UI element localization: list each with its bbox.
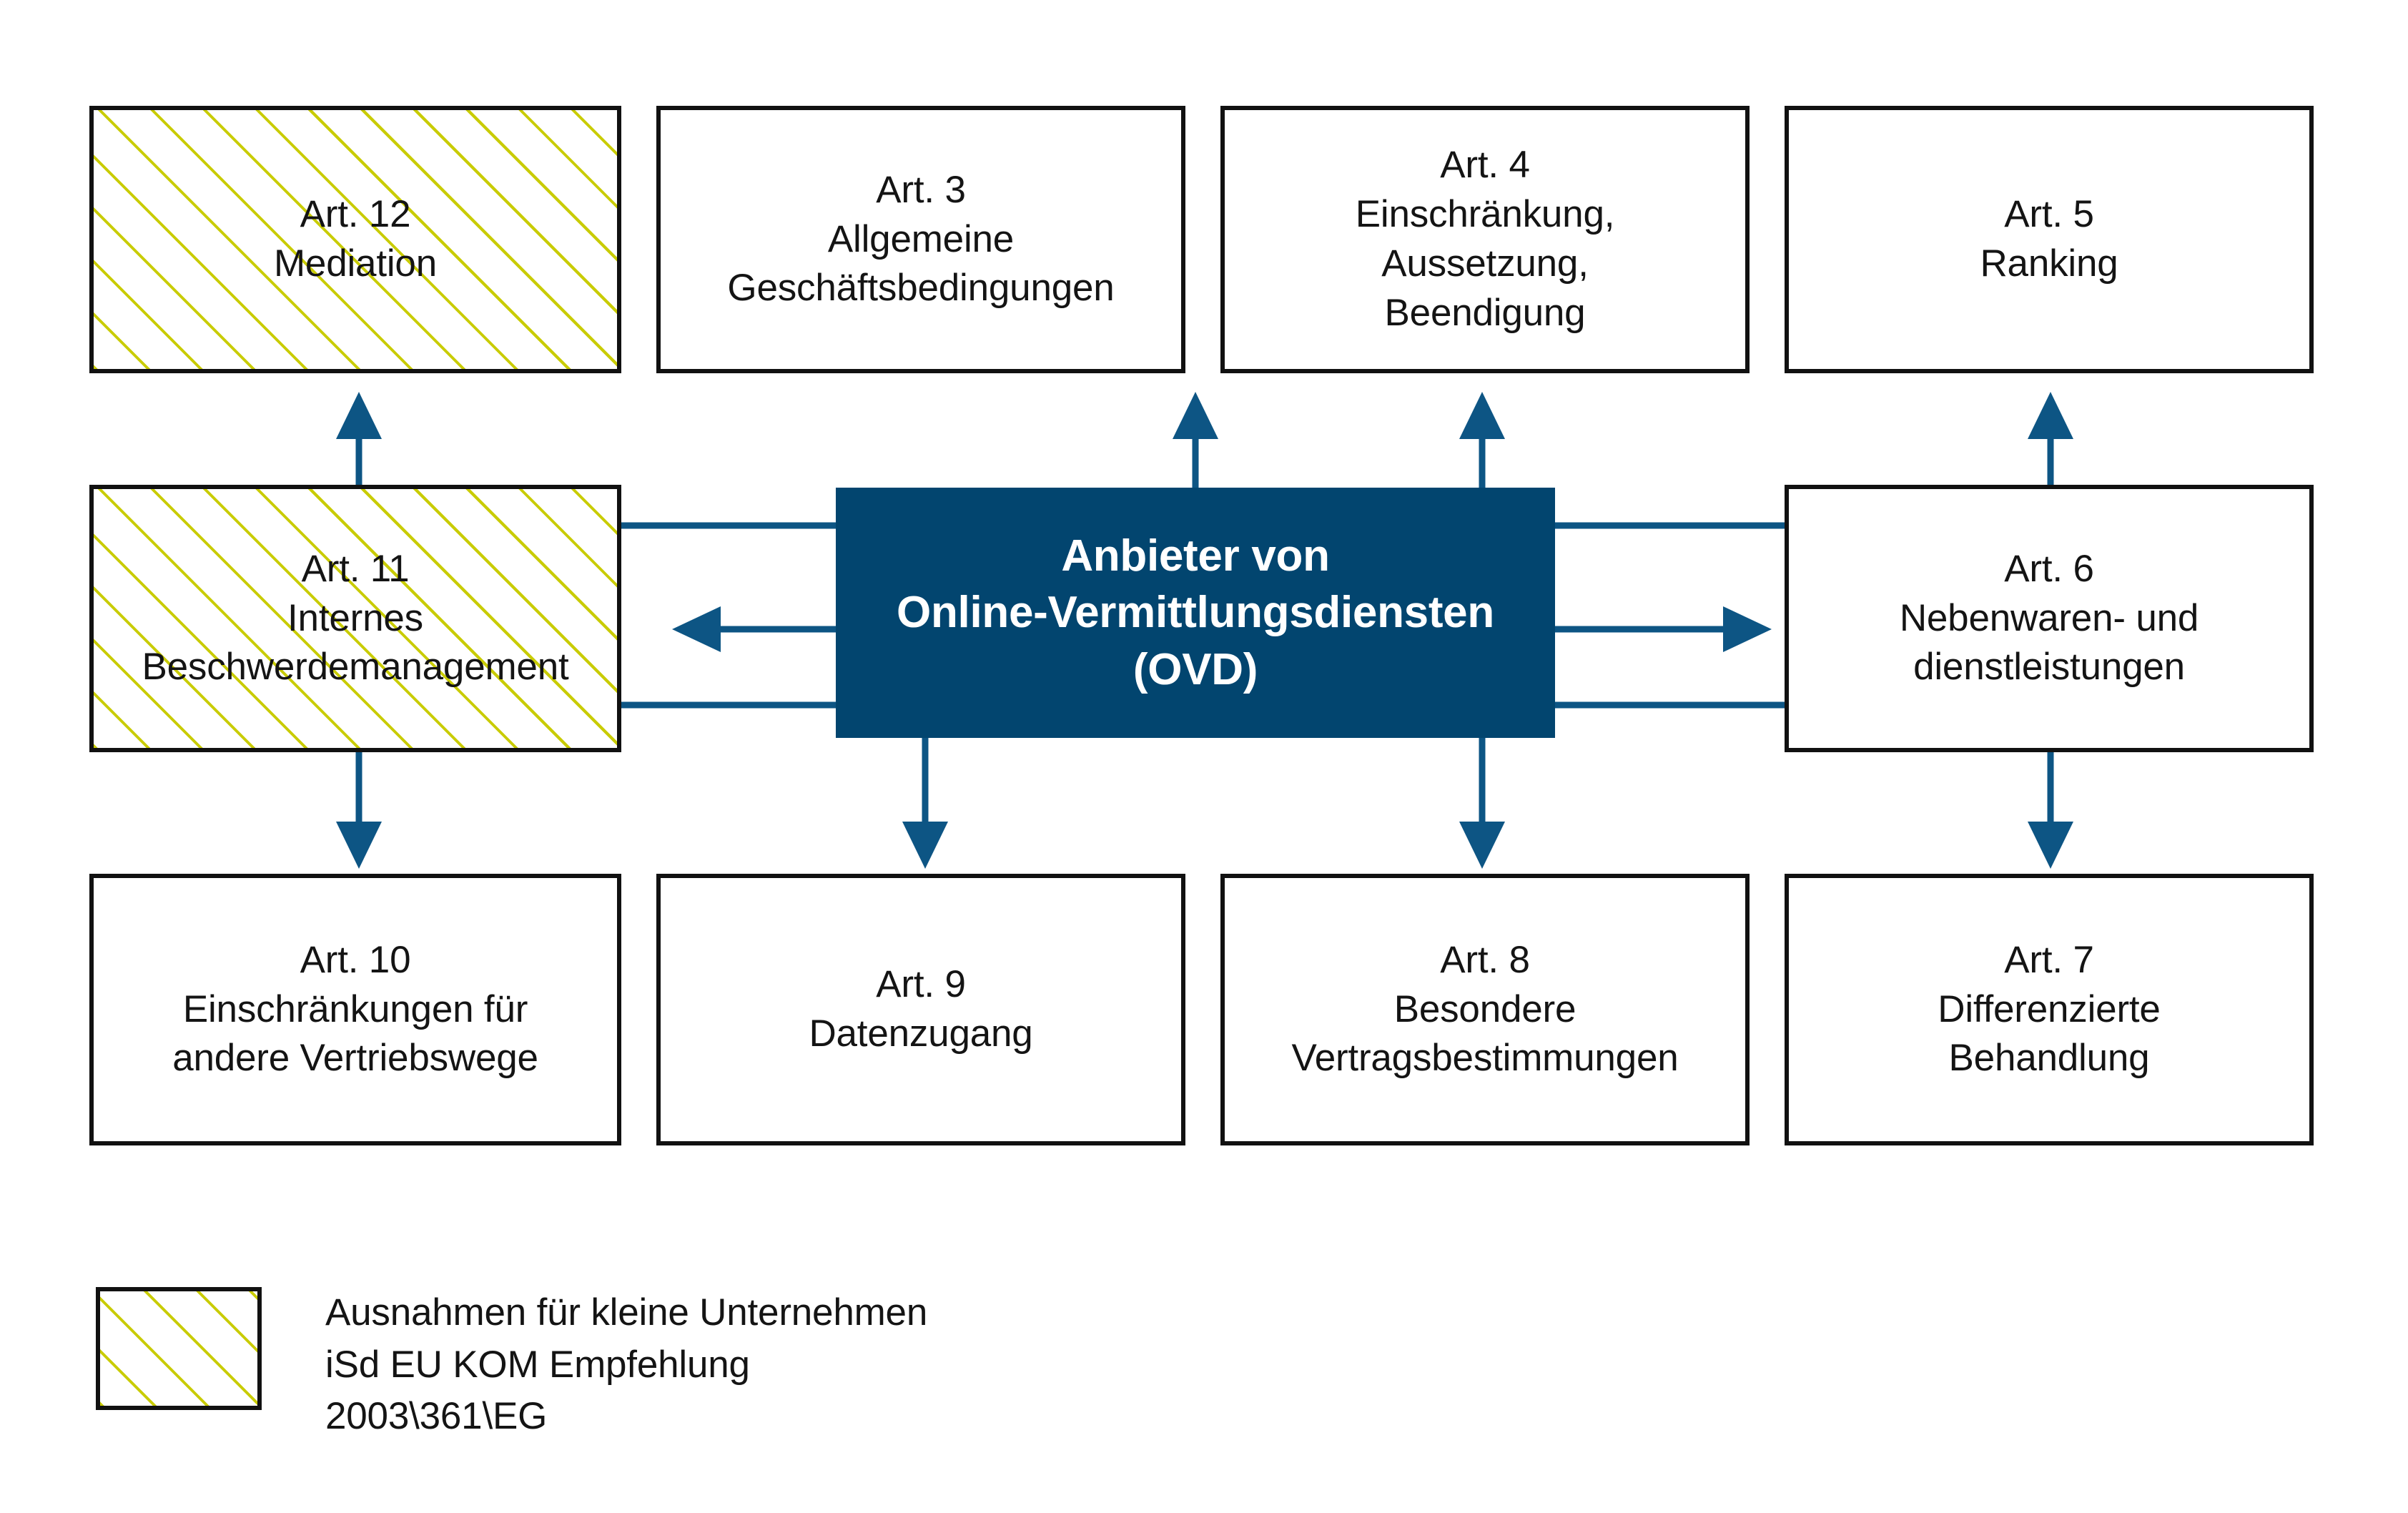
node-art5-label: Art. 5 Ranking <box>1980 193 2118 285</box>
node-art11[interactable]: Art. 11 Internes Beschwerdemanagement <box>89 485 621 752</box>
node-art10-label: Art. 10 Einschränkungen für andere Vertr… <box>172 938 538 1080</box>
node-art7[interactable]: Art. 7 Differenzierte Behandlung <box>1785 874 2314 1145</box>
arrowhead-art6 <box>1723 606 1772 652</box>
node-art8[interactable]: Art. 8 Besondere Vertragsbestimmungen <box>1220 874 1750 1145</box>
arrowhead-art11 <box>672 606 721 652</box>
node-art9-label: Art. 9 Datenzugang <box>809 963 1033 1055</box>
arrowhead-art8 <box>1459 822 1505 869</box>
node-art6-label: Art. 6 Nebenwaren- und dienstleistungen <box>1899 547 2199 689</box>
node-art4[interactable]: Art. 4 Einschränkung, Aussetzung, Beendi… <box>1220 106 1750 373</box>
node-art7-label: Art. 7 Differenzierte Behandlung <box>1938 938 2161 1080</box>
node-art12[interactable]: Art. 12 Mediation <box>89 106 621 373</box>
node-art12-label: Art. 12 Mediation <box>273 193 437 285</box>
arrowhead-art10 <box>336 822 382 869</box>
node-center-label: Anbieter von Online-Vermittlungsdiensten… <box>897 531 1494 694</box>
arrowhead-art4 <box>1459 392 1505 439</box>
legend-label: Ausnahmen für kleine Unternehmen iSd EU … <box>325 1291 928 1438</box>
node-art11-label: Art. 11 Internes Beschwerdemanagement <box>142 547 569 689</box>
arrowhead-art5 <box>2028 392 2073 439</box>
node-art3-label: Art. 3 Allgemeine Geschäftsbedingungen <box>727 168 1115 310</box>
node-art6[interactable]: Art. 6 Nebenwaren- und dienstleistungen <box>1785 485 2314 752</box>
arrowhead-art12 <box>336 392 382 439</box>
node-art9[interactable]: Art. 9 Datenzugang <box>656 874 1185 1145</box>
node-art8-label: Art. 8 Besondere Vertragsbestimmungen <box>1291 938 1679 1080</box>
node-center-ovd[interactable]: Anbieter von Online-Vermittlungsdiensten… <box>836 488 1555 738</box>
arrowhead-art9 <box>902 822 948 869</box>
node-art4-label: Art. 4 Einschränkung, Aussetzung, Beendi… <box>1355 144 1615 334</box>
arrowhead-art7 <box>2028 822 2073 869</box>
node-art10[interactable]: Art. 10 Einschränkungen für andere Vertr… <box>89 874 621 1145</box>
legend-swatch-hatched <box>96 1287 262 1410</box>
node-art3[interactable]: Art. 3 Allgemeine Geschäftsbedingungen <box>656 106 1185 373</box>
arrowhead-art3 <box>1173 392 1218 439</box>
node-art5[interactable]: Art. 5 Ranking <box>1785 106 2314 373</box>
